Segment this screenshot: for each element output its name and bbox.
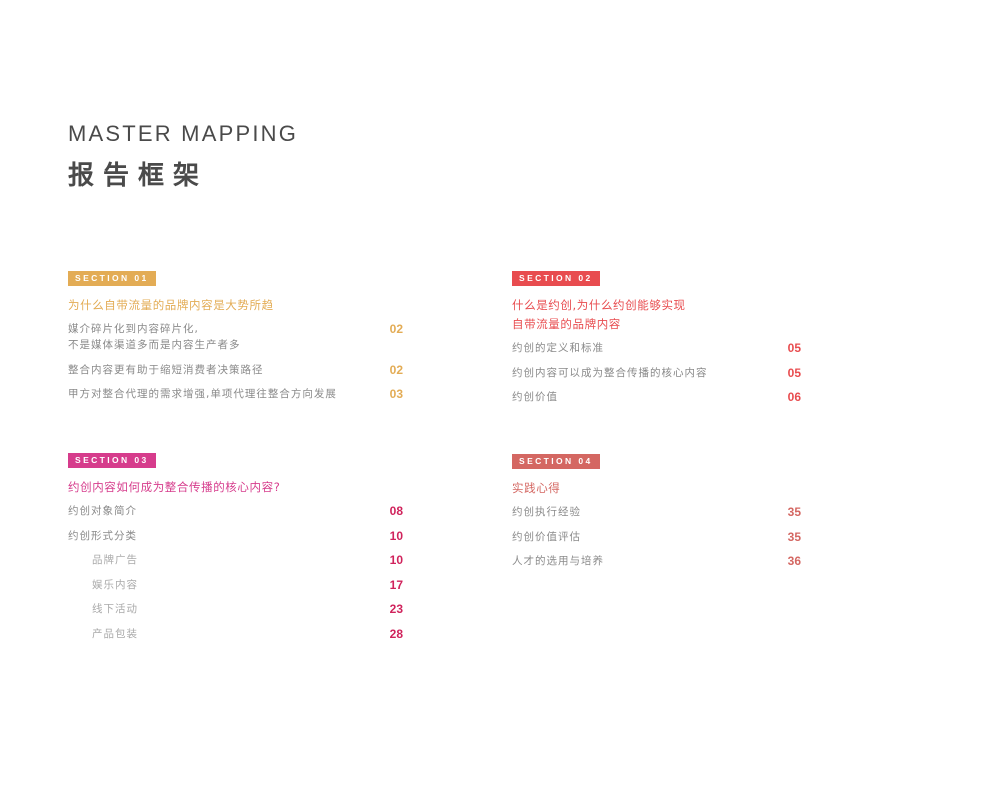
toc-item-page: 28 [389,626,403,641]
toc-item-label: 线下活动 [92,603,138,615]
toc-item[interactable]: 约创形式分类 10 [68,528,403,544]
section-badge: SECTION 01 [68,271,156,286]
toc-item[interactable]: 约创执行经验 35 [512,504,801,520]
toc-item-label: 约创执行经验 [512,506,581,518]
page-title-chinese: 报告框架 [68,161,209,191]
toc-item-label: 约创的定义和标准 [512,342,604,354]
section-title[interactable]: 约创内容如何成为整合传播的核心内容? [68,480,281,494]
toc-item-label: 约创内容可以成为整合传播的核心内容 [512,366,708,379]
toc-item-page: 05 [787,341,801,355]
toc-subitem[interactable]: 娱乐内容 17 [68,577,403,593]
toc-item-page: 02 [389,362,403,377]
toc-item-page: 10 [389,553,403,567]
toc-item-page: 17 [389,577,403,592]
toc-item[interactable]: 人才的选用与培养 36 [512,553,801,569]
toc-item[interactable]: 约创价值 06 [512,389,801,405]
section-04: SECTION 04 实践心得 约创执行经验 35 约创价值评估 35 人才的选… [512,449,801,578]
section-01: SECTION 01 为什么自带流量的品牌内容是大势所趋 媒介碎片化到内容碎片化… [68,266,403,411]
section-badge: SECTION 02 [512,271,600,286]
section-badge: SECTION 03 [68,453,156,468]
toc-subitem[interactable]: 产品包装 28 [68,626,403,642]
toc-item-label: 整合内容更有助于缩短消费者决策路径 [68,363,264,376]
toc-item-page: 05 [787,365,801,380]
toc-item[interactable]: 约创内容可以成为整合传播的核心内容 05 [512,365,801,381]
toc-item-label: 产品包装 [92,627,138,640]
toc-item[interactable]: 约创的定义和标准 05 [512,340,801,356]
toc-item-page: 10 [389,528,403,543]
toc-item-page: 35 [787,529,801,544]
toc-item[interactable]: 甲方对整合代理的需求增强,单项代理往整合方向发展 03 [68,386,403,402]
section-badge: SECTION 04 [512,454,600,469]
toc-item-page: 03 [389,387,403,401]
toc-item-label: 品牌广告 [92,554,138,566]
section-title[interactable]: 实践心得 [512,481,561,495]
toc-item-label: 约创价值评估 [512,530,581,543]
toc-item-label: 约创对象简介 [68,505,137,517]
toc-item-label: 媒介碎片化到内容碎片化, 不是媒体渠道多而是内容生产者多 [68,323,241,351]
toc-item[interactable]: 约创对象简介 08 [68,503,403,519]
toc-item-label: 约创价值 [512,391,558,403]
toc-item-page: 35 [787,505,801,519]
toc-item-label: 娱乐内容 [92,578,138,591]
toc-subitem[interactable]: 品牌广告 10 [68,552,403,568]
toc-item-page: 08 [389,504,403,518]
toc-subitem[interactable]: 线下活动 23 [68,601,403,617]
section-02: SECTION 02 什么是约创,为什么约创能够实现 自带流量的品牌内容 约创的… [512,266,801,414]
toc-item-label: 人才的选用与培养 [512,555,604,567]
toc-item-label: 约创形式分类 [68,529,137,542]
section-title[interactable]: 什么是约创,为什么约创能够实现 自带流量的品牌内容 [512,298,686,331]
section-03: SECTION 03 约创内容如何成为整合传播的核心内容? 约创对象简介 08 … [68,448,403,650]
toc-item-label: 甲方对整合代理的需求增强,单项代理往整合方向发展 [68,388,337,400]
toc-item-page: 36 [787,554,801,568]
toc-item-page: 02 [389,322,403,336]
toc-item[interactable]: 整合内容更有助于缩短消费者决策路径 02 [68,362,403,378]
toc-item-page: 23 [389,602,403,616]
toc-item[interactable]: 约创价值评估 35 [512,529,801,545]
toc-item-page: 06 [787,390,801,404]
toc-item[interactable]: 媒介碎片化到内容碎片化, 不是媒体渠道多而是内容生产者多 02 [68,321,403,353]
section-title[interactable]: 为什么自带流量的品牌内容是大势所趋 [68,298,274,312]
page-title-english: MASTER MAPPING [68,121,299,146]
